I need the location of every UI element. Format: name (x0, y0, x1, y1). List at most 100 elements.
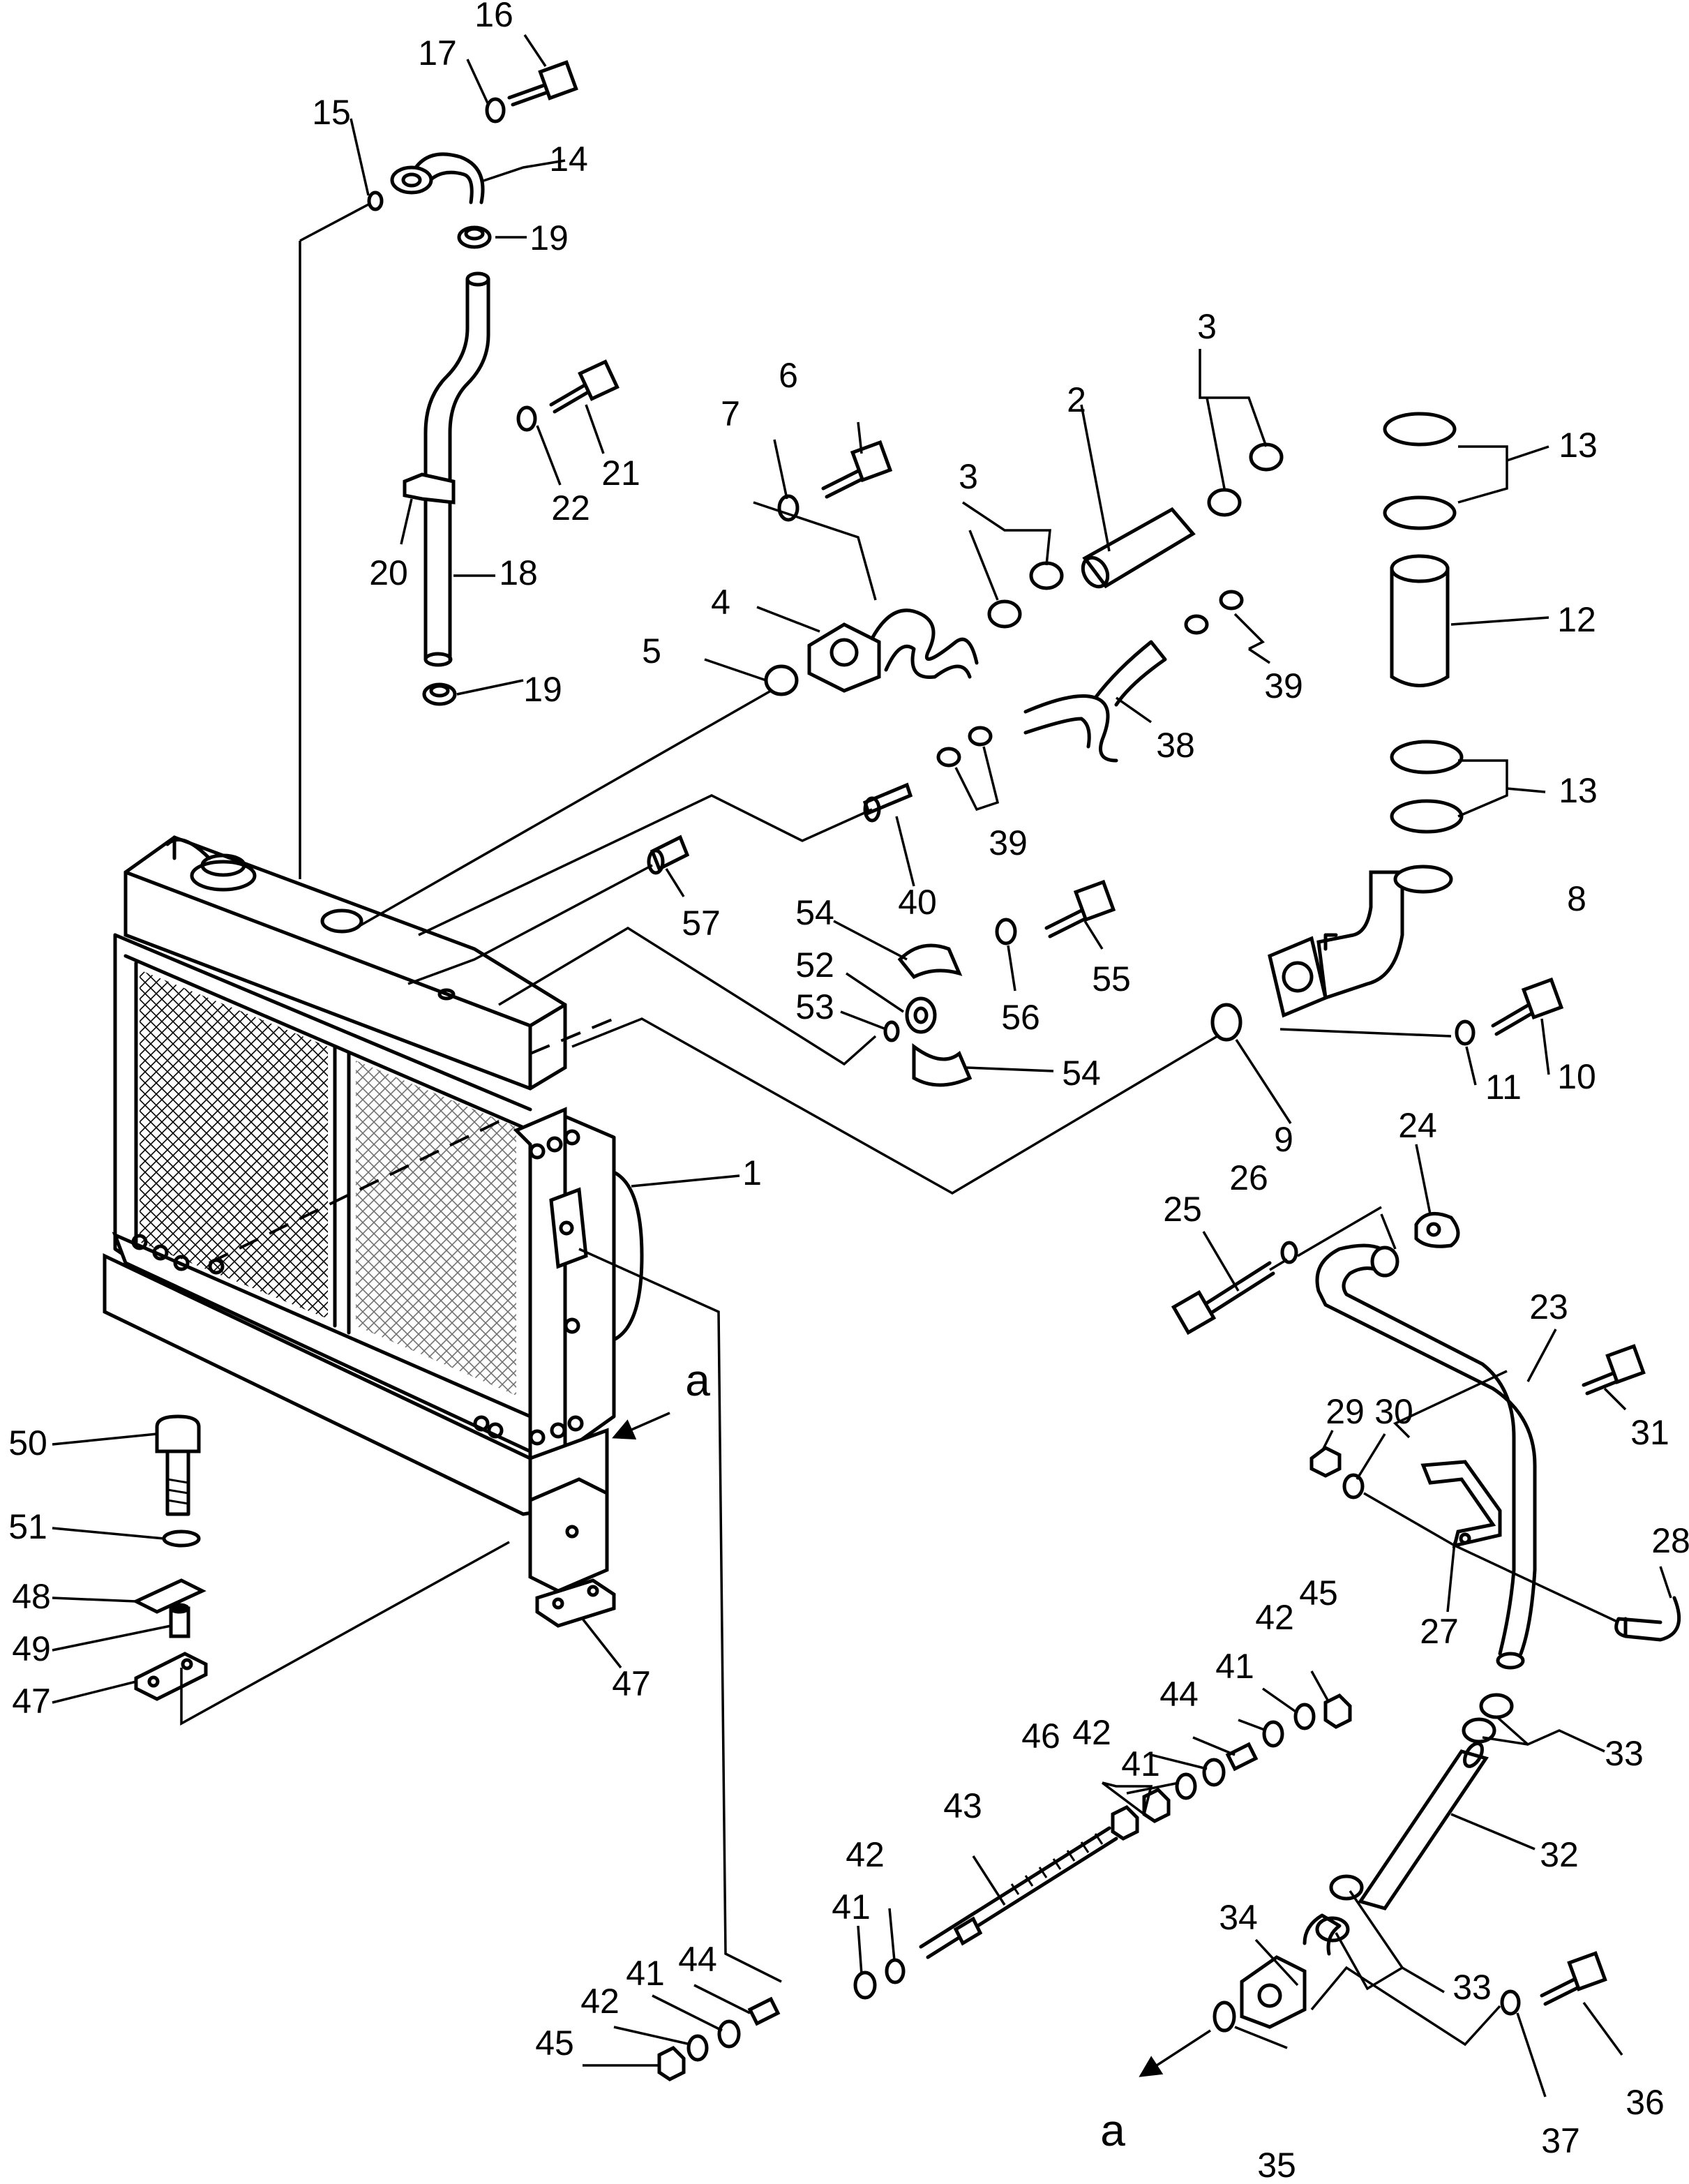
label-16: 16 (474, 0, 513, 34)
label-3a: 3 (959, 457, 978, 496)
seal-52 (905, 996, 937, 1034)
plate-47-right (535, 1578, 616, 1628)
ref-a-top: a (685, 1355, 710, 1405)
clamp-3d (1249, 442, 1284, 472)
nut-45b (1323, 1693, 1352, 1729)
plate-47-left (134, 1652, 208, 1701)
clamp-39b (1219, 590, 1244, 611)
label-38: 38 (1156, 726, 1195, 765)
label-47b: 47 (12, 1682, 51, 1721)
label-34: 34 (1219, 1898, 1258, 1937)
u-bolt-28 (1614, 1596, 1681, 1642)
label-21: 21 (601, 454, 640, 493)
clamp-3b (1029, 561, 1064, 590)
hose-32 (1358, 1749, 1489, 1910)
lower-pipe-group (1171, 1211, 1681, 2033)
washer-41d (1262, 1720, 1284, 1748)
bracket-27 (1420, 1460, 1502, 1548)
label-42a: 42 (846, 1835, 885, 1874)
label-49: 49 (12, 1629, 51, 1668)
label-14: 14 (549, 140, 588, 179)
hose-2 (1082, 507, 1196, 589)
bolt-36 (1540, 1976, 1582, 2006)
label-1: 1 (742, 1153, 762, 1192)
hose-38 (1023, 694, 1118, 763)
label-41b: 41 (626, 1954, 665, 1993)
label-42d: 42 (1255, 1598, 1294, 1637)
clamp-33a (1479, 1693, 1514, 1719)
label-53: 53 (795, 987, 834, 1026)
washer-30 (1342, 1473, 1365, 1499)
clip-20 (403, 472, 456, 504)
label-22: 22 (551, 488, 590, 528)
label-56: 56 (1001, 998, 1040, 1037)
label-44b: 44 (1159, 1675, 1199, 1714)
label-41c: 41 (1121, 1744, 1160, 1783)
spacer-44b (1225, 1742, 1259, 1772)
label-27: 27 (1420, 1612, 1459, 1651)
label-55: 55 (1092, 959, 1131, 998)
label-51: 51 (8, 1507, 47, 1546)
tie-rod-group (657, 1693, 1352, 2081)
label-5: 5 (642, 631, 661, 671)
washer-7 (777, 494, 800, 522)
label-4: 4 (711, 583, 730, 622)
pipe-23 (1315, 1243, 1537, 1656)
label-43: 43 (943, 1786, 982, 1825)
label-39a: 39 (1264, 666, 1303, 705)
label-54b: 54 (1062, 1054, 1101, 1093)
label-52: 52 (795, 945, 834, 985)
label-3b: 3 (1197, 307, 1217, 346)
clamp-half-54b (912, 1043, 973, 1087)
clamp-3c (1207, 488, 1242, 517)
washer-37 (1500, 1989, 1521, 2016)
nipple-40 (862, 782, 913, 816)
clamp-33c (1329, 1874, 1364, 1901)
side-member-bolts (131, 1129, 584, 1446)
washer-41a (853, 1970, 877, 2000)
washer-51 (162, 1529, 201, 1548)
oring-53 (883, 1020, 900, 1042)
clamp-39c (936, 747, 961, 768)
clamp-13d (1390, 799, 1464, 834)
part-number-labels: 1 2 3 3 4 5 6 7 8 9 10 11 12 13 13 14 15… (8, 0, 1689, 2184)
label-9: 9 (1274, 1120, 1293, 1159)
label-10: 10 (1557, 1057, 1596, 1096)
label-46: 46 (1021, 1716, 1060, 1756)
label-40: 40 (898, 883, 937, 922)
split-clamp-group (883, 879, 1116, 1087)
label-12: 12 (1557, 600, 1596, 639)
label-36: 36 (1626, 2083, 1665, 2122)
ref-a-bottom: a (1100, 2105, 1125, 2155)
pipe-18 (423, 277, 470, 661)
nut-46a (1111, 1804, 1139, 1841)
clamp-3a (987, 599, 1022, 629)
nut-29 (1309, 1446, 1342, 1478)
oring-5 (764, 664, 799, 696)
clamp-13c (1390, 740, 1464, 775)
mount-group (132, 1414, 616, 1701)
label-15: 15 (312, 93, 351, 132)
washer-41c (1202, 1758, 1226, 1787)
nut-46b (1142, 1787, 1171, 1823)
label-50: 50 (8, 1423, 47, 1463)
washer-42c (1175, 1772, 1197, 1800)
label-57: 57 (682, 904, 721, 943)
label-32: 32 (1540, 1835, 1579, 1874)
label-45a: 45 (535, 2024, 574, 2063)
clamp-13b (1383, 495, 1457, 530)
label-7: 7 (721, 394, 740, 433)
washer-17 (485, 97, 506, 124)
washer-26 (1280, 1241, 1298, 1264)
radiator-assembly (103, 835, 644, 1593)
washer-11 (1455, 1019, 1476, 1046)
label-29: 29 (1326, 1392, 1365, 1431)
label-42c: 42 (1072, 1713, 1111, 1752)
plug-57 (650, 835, 690, 872)
plate-24 (1414, 1211, 1460, 1248)
label-13b: 13 (1559, 771, 1598, 810)
washer-42b (686, 2034, 709, 2062)
label-37: 37 (1541, 2121, 1580, 2160)
label-2: 2 (1067, 380, 1086, 419)
clamp-39a (1184, 614, 1209, 635)
